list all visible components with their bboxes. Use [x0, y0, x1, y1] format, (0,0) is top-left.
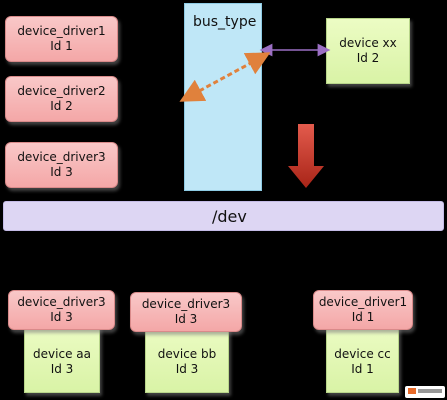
device-box-bb: device bb Id 3 — [145, 323, 229, 393]
driver-name: device_driver2 — [17, 84, 106, 98]
bus-type-label: bus_type — [193, 14, 257, 30]
driver-box-1: device_driver1 Id 1 — [5, 16, 118, 62]
driver-id: Id 1 — [351, 310, 375, 324]
watermark-logo — [405, 386, 445, 398]
driver-name: device_driver1 — [318, 295, 408, 309]
device-box-cc: device cc Id 1 — [326, 323, 399, 393]
dashed-match-arrow — [179, 52, 271, 102]
driver-id: Id 3 — [50, 310, 73, 324]
driver-id: Id 3 — [50, 165, 73, 179]
driver-id: Id 2 — [50, 99, 73, 113]
driver-name: device_driver1 — [17, 24, 106, 38]
driver-box-2: device_driver2 Id 2 — [5, 76, 118, 122]
down-arrow-icon — [288, 124, 324, 188]
device-id: Id 1 — [351, 362, 374, 376]
driver-name: device_driver3 — [141, 297, 231, 311]
driver-box-bottom-1: device_driver3 Id 3 — [8, 290, 115, 330]
driver-id: Id 1 — [50, 39, 73, 53]
driver-name: device_driver3 — [17, 295, 106, 309]
device-name: device cc — [334, 347, 391, 361]
driver-box-bottom-3: device_driver1 Id 1 — [313, 290, 413, 330]
device-name: device aa — [33, 347, 91, 361]
driver-box-3: device_driver3 Id 3 — [5, 142, 118, 188]
dev-label: /dev — [212, 207, 247, 226]
driver-id: Id 3 — [174, 312, 198, 326]
device-id: Id 3 — [50, 362, 74, 376]
device-box-aa: device aa Id 3 — [24, 323, 100, 393]
device-id: Id 2 — [356, 51, 380, 65]
watermark-mark — [408, 388, 442, 394]
device-box-xx: device xx Id 2 — [326, 18, 410, 84]
device-name: device xx — [339, 36, 397, 50]
driver-box-bottom-2: device_driver3 Id 3 — [130, 292, 242, 332]
device-id: Id 3 — [175, 362, 199, 376]
driver-name: device_driver3 — [17, 150, 106, 164]
device-name: device bb — [157, 347, 217, 361]
dev-bar: /dev — [3, 201, 444, 231]
